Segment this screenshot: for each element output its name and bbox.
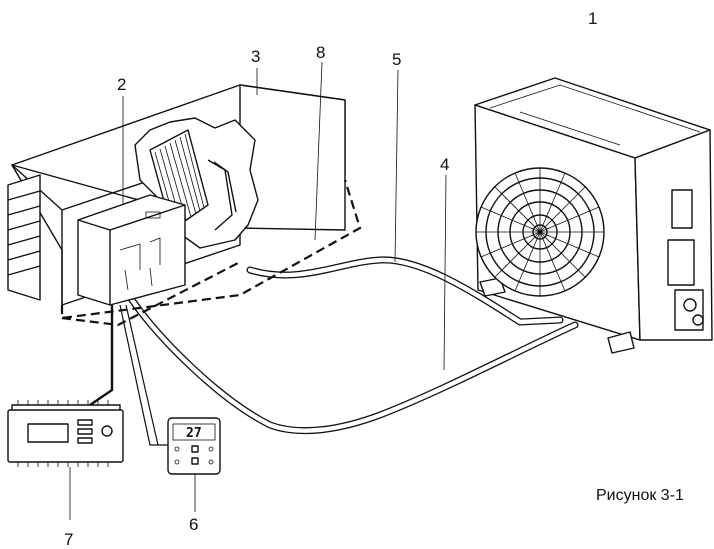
electric-control-box [77, 194, 186, 306]
indoor-duct-unit [7, 84, 362, 327]
callout-3: 3 [251, 47, 260, 66]
callout-7: 7 [64, 530, 73, 549]
air-inlet-grille [7, 174, 41, 301]
leader-lines [69, 61, 447, 520]
remote-display-screen [172, 423, 216, 441]
heat-exchanger-coil [149, 129, 237, 231]
control-wiring [89, 304, 168, 446]
wired-remote-controller: 27 [167, 417, 221, 475]
controller-display [27, 423, 69, 443]
callout-5: 5 [392, 50, 401, 69]
outdoor-unit [474, 77, 713, 354]
callout-2: 2 [117, 75, 126, 94]
outdoor-fan-grille [475, 167, 605, 297]
remote-display-value: 27 [186, 426, 202, 441]
callout-8: 8 [316, 43, 325, 62]
refrigerant-pipe-gas [246, 256, 564, 326]
central-controller [7, 400, 124, 467]
callout-4: 4 [440, 155, 449, 174]
refrigerant-pipe-liquid [128, 296, 579, 435]
callout-1: 1 [588, 9, 597, 28]
figure-caption: Рисунок 3-1 [596, 487, 684, 504]
callout-6: 6 [189, 515, 198, 534]
controller-knob-icon [101, 425, 113, 437]
